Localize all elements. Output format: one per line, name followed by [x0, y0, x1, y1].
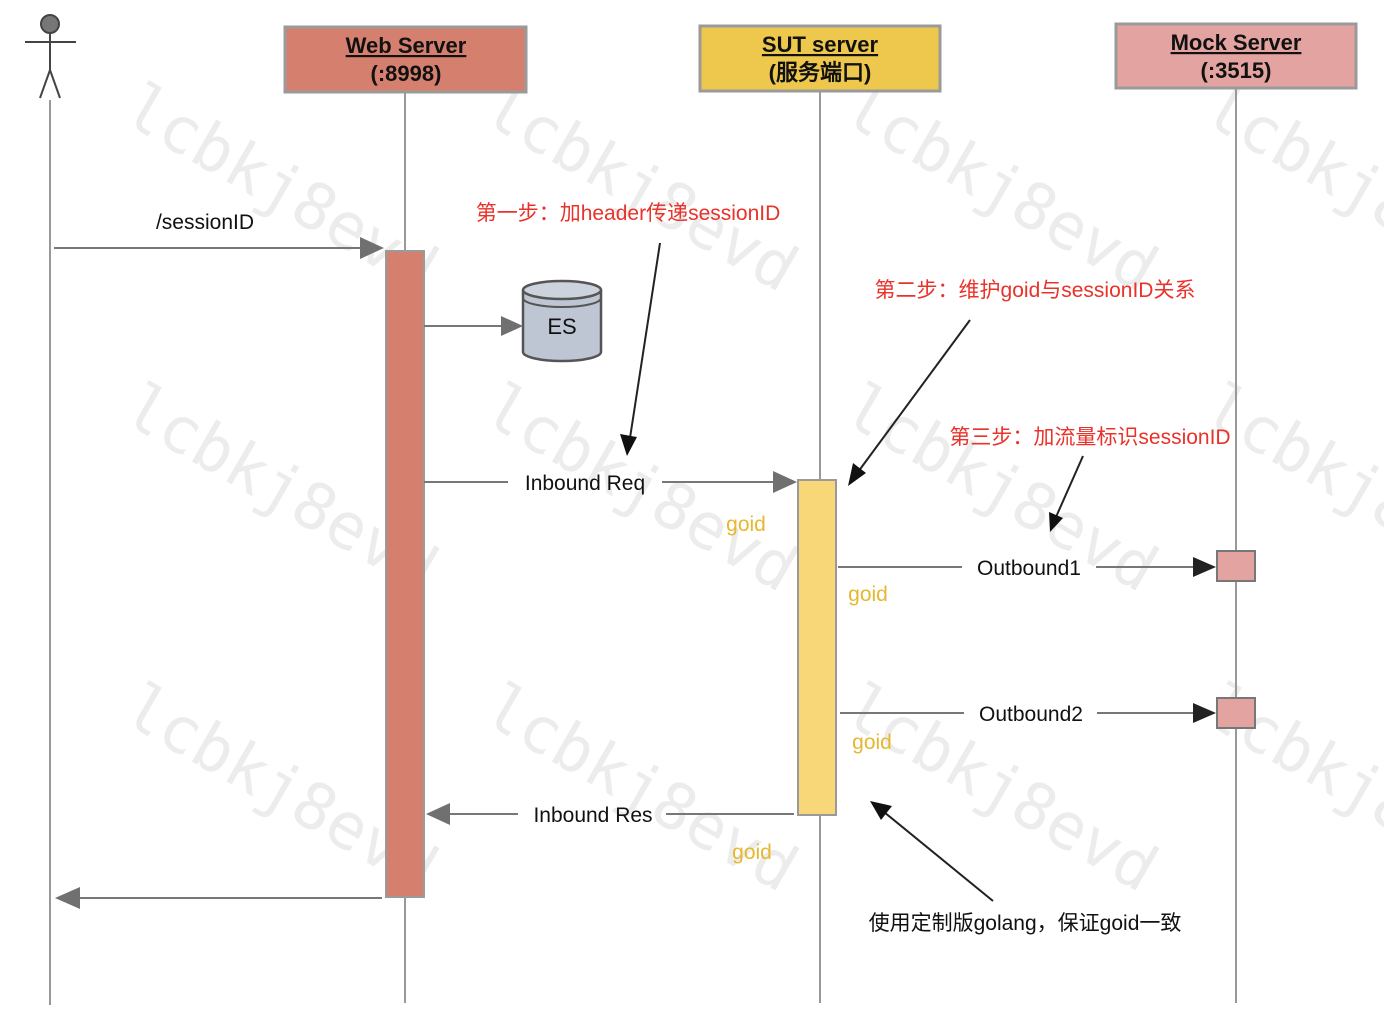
arrowhead-icon: [360, 237, 384, 259]
message-inbound-req: Inbound Req: [424, 471, 797, 495]
note-custom-golang: 使用定制版golang，保证goid一致: [869, 912, 1182, 935]
message-outbound1-label: Outbound1: [977, 557, 1081, 580]
note-step1: 第一步：加header传递sessionID: [476, 202, 781, 225]
message-web-to-es: [424, 316, 523, 336]
sut-server-port: (服务端口): [769, 60, 872, 85]
mock-server-box: [1114, 22, 1358, 90]
web-server-port: (:8998): [371, 61, 442, 86]
web-server-header: Web Server (:8998): [283, 25, 528, 94]
database-cylinder-icon: ES: [521, 279, 603, 363]
web-server-title: Web Server: [346, 33, 467, 58]
arrowhead-icon: [773, 471, 797, 493]
mock-server-header: Mock Server (:3515): [1114, 22, 1358, 90]
goid-tag: goid: [848, 583, 888, 606]
pointer-arrow-step1: [620, 242, 661, 456]
message-outbound2-label: Outbound2: [979, 703, 1083, 726]
sut-server-box: [698, 24, 942, 93]
arrowhead-icon: [426, 803, 450, 825]
message-inbound-req-label: Inbound Req: [525, 472, 645, 495]
watermark-text: lcbkj8evd: [1192, 70, 1384, 307]
mock-activation-box-1: [1216, 550, 1256, 582]
pointer-arrow-custom: [870, 801, 994, 902]
message-session-id: /sessionID: [54, 211, 384, 259]
arrowhead-icon: [1193, 557, 1216, 577]
pointer-arrow-step2: [848, 319, 971, 486]
sut-server-title: SUT server: [762, 32, 879, 57]
watermark-text: lcbkj8evd: [472, 70, 809, 307]
web-activation-bar: [385, 250, 425, 898]
message-return-to-actor: [55, 887, 382, 909]
arrowhead-icon: [55, 887, 80, 909]
message-session-label: /sessionID: [156, 211, 254, 234]
note-step2: 第二步：维护goid与sessionID关系: [875, 279, 1196, 302]
pointer-arrow-step3: [1049, 455, 1084, 532]
message-inbound-res-label: Inbound Res: [533, 804, 652, 827]
message-outbound2: Outbound2: [840, 703, 1216, 726]
web-server-box: [283, 25, 528, 94]
stick-figure-actor-icon: [25, 14, 76, 99]
goid-tag: goid: [732, 841, 772, 864]
mock-server-port: (:3515): [1201, 58, 1272, 83]
goid-tag: goid: [726, 513, 766, 536]
arrowhead-icon: [501, 316, 523, 336]
message-inbound-res: Inbound Res: [426, 803, 794, 827]
message-outbound1: Outbound1: [838, 557, 1216, 580]
mock-activation-box-2: [1216, 697, 1256, 729]
watermark-text: lcbkj8evd: [832, 70, 1169, 307]
database-label: ES: [547, 314, 576, 339]
note-step3: 第三步：加流量标识sessionID: [949, 426, 1230, 449]
mock-server-title: Mock Server: [1171, 30, 1302, 55]
watermark-text: lcbkj8evd: [472, 670, 809, 907]
sut-server-header: SUT server (服务端口): [698, 24, 942, 93]
goid-tag: goid: [852, 731, 892, 754]
sut-activation-bar: [797, 479, 837, 816]
arrowhead-icon: [1193, 703, 1216, 723]
